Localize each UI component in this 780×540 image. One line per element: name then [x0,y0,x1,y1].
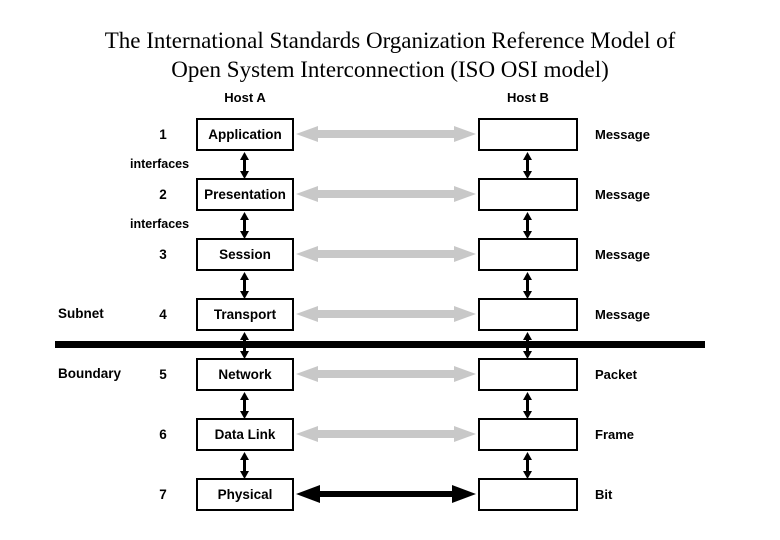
host-b-label: Host B [507,90,549,105]
boundary-label: Boundary [58,366,122,381]
pdu-label-7: Bit [595,487,613,502]
title-line-2: Open System Interconnection (ISO OSI mod… [171,57,609,82]
interface-arrow-left-5-6 [239,392,250,419]
layer-box-right-2[interactable] [478,178,578,211]
interfaces-label-1: interfaces [130,157,190,171]
pdu-label-5: Packet [595,367,637,382]
interface-arrow-right-5-6 [522,392,533,419]
peer-arrow-layer-6 [296,423,476,445]
layer-box-right-7[interactable] [478,478,578,511]
layer-box-left-session[interactable]: Session [196,238,294,271]
title-line-1: The International Standards Organization… [104,28,676,53]
peer-arrow-layer-2 [296,183,476,205]
page-title: The International Standards Organization… [0,26,780,84]
pdu-label-2: Message [595,187,650,202]
layer-box-left-physical[interactable]: Physical [196,478,294,511]
pdu-label-4: Message [595,307,650,322]
layer-number-7: 7 [159,487,167,502]
layer-box-right-5[interactable] [478,358,578,391]
interface-arrow-right-1-2 [522,152,533,179]
layer-box-right-1[interactable] [478,118,578,151]
layer-number-6: 6 [159,427,167,442]
pdu-label-6: Frame [595,427,635,442]
layer-number-5: 5 [159,367,167,382]
pdu-label-1: Message [595,127,650,142]
host-a-label: Host A [224,90,266,105]
layer-box-left-network[interactable]: Network [196,358,294,391]
subnet-boundary-line [55,341,705,348]
layer-number-4: 4 [159,307,167,322]
peer-arrow-layer-4 [296,303,476,325]
interface-arrow-right-3-4 [522,272,533,299]
interface-arrow-right-2-3 [522,212,533,239]
interface-arrow-right-6-7 [522,452,533,479]
layer-box-right-6[interactable] [478,418,578,451]
layer-box-left-transport[interactable]: Transport [196,298,294,331]
layer-box-left-data-link[interactable]: Data Link [196,418,294,451]
interface-arrow-left-2-3 [239,212,250,239]
peer-arrow-layer-3 [296,243,476,265]
layer-box-left-presentation[interactable]: Presentation [196,178,294,211]
subnet-label: Subnet [58,306,104,321]
layer-box-right-4[interactable] [478,298,578,331]
interfaces-label-2: interfaces [130,217,190,231]
layer-number-2: 2 [159,187,167,202]
layer-number-3: 3 [159,247,167,262]
interface-arrow-left-1-2 [239,152,250,179]
pdu-label-3: Message [595,247,650,262]
peer-arrow-layer-1 [296,123,476,145]
interface-arrow-left-3-4 [239,272,250,299]
peer-arrow-layer-7-physical-medium [296,483,476,505]
layer-number-1: 1 [159,127,167,142]
peer-arrow-layer-5 [296,363,476,385]
layer-box-left-application[interactable]: Application [196,118,294,151]
interface-arrow-left-6-7 [239,452,250,479]
layer-box-right-3[interactable] [478,238,578,271]
